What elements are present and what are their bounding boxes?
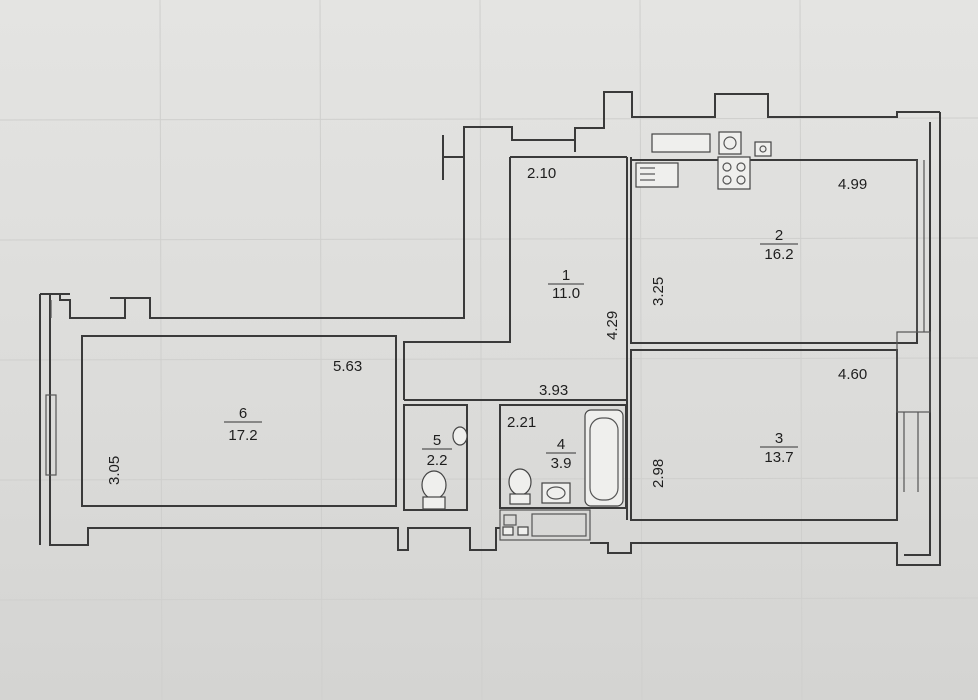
- room-labels: 1 11.0 2 16.2 3 13.7 4 3.9 5 2.2 6 17.2: [224, 227, 798, 472]
- room-1-area: 11.0: [552, 285, 580, 302]
- dimension-labels: 2.10 4.99 5.63 3.93 4.60 2.21 3.25 4.29 …: [106, 165, 867, 488]
- interior-walls: [81, 156, 931, 541]
- room-2-area: 16.2: [764, 246, 793, 263]
- dim-4-60: 4.60: [838, 366, 867, 383]
- bathtub-icon: [584, 409, 624, 507]
- room-3-area: 13.7: [764, 449, 793, 466]
- duct-icon: [754, 141, 772, 157]
- dim-3-93: 3.93: [539, 382, 568, 399]
- room-5-area: 2.2: [427, 452, 448, 469]
- room-4-area: 3.9: [551, 455, 572, 472]
- room-2-number: 2: [775, 227, 783, 244]
- room-5-number: 5: [433, 432, 441, 449]
- wc-sink-icon: [452, 426, 468, 446]
- meter-icon: [502, 526, 514, 536]
- bath-sink-icon: [541, 482, 571, 504]
- dim-5-63: 5.63: [333, 358, 362, 375]
- room-6-area: 17.2: [228, 427, 257, 444]
- counter-icon: [651, 133, 711, 153]
- vent-icon: [718, 131, 742, 155]
- dim-2-10: 2.10: [527, 165, 556, 182]
- room-6-number: 6: [239, 405, 247, 422]
- dim-4-29: 4.29: [604, 311, 621, 340]
- outer-walls: [39, 91, 941, 566]
- toilet-icon-bath: [508, 468, 532, 496]
- kitchen-sink-icon: [635, 162, 679, 188]
- dim-3-25: 3.25: [650, 277, 667, 306]
- dim-4-99: 4.99: [838, 176, 867, 193]
- dim-2-98: 2.98: [650, 459, 667, 488]
- fixtures: [421, 131, 772, 536]
- stove-icon: [717, 156, 751, 190]
- room-1-number: 1: [562, 267, 570, 284]
- dim-3-05: 3.05: [106, 456, 123, 485]
- toilet-icon-wc: [421, 470, 447, 500]
- meter-icon-2: [517, 526, 529, 536]
- room-3-number: 3: [775, 430, 783, 447]
- dim-2-21: 2.21: [507, 414, 536, 431]
- room-4-number: 4: [557, 436, 565, 453]
